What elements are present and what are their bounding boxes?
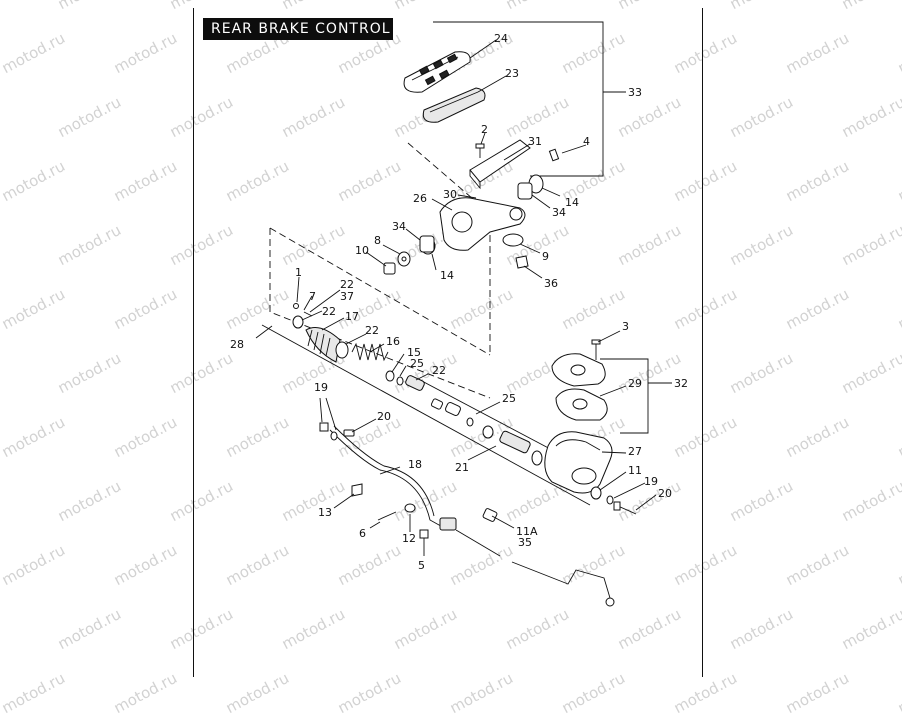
assembly-axis-lines <box>261 324 591 506</box>
callout-20-right: 20 <box>658 487 672 500</box>
part-20-bolt-left <box>343 429 355 437</box>
diagram-frame <box>193 8 703 677</box>
callout-18: 18 <box>408 458 422 471</box>
part-17-boot <box>305 327 341 363</box>
part-4-screw <box>548 148 560 162</box>
callout-3: 3 <box>622 320 629 333</box>
callout-27: 27 <box>628 445 642 458</box>
part-13-clip <box>351 483 363 497</box>
callout-10: 10 <box>355 244 369 257</box>
part-19-gasket-left <box>330 431 338 441</box>
callout-30: 30 <box>443 188 457 201</box>
callout-22-c: 22 <box>365 324 379 337</box>
part-6-screw <box>377 511 397 521</box>
callout-24: 24 <box>494 32 508 45</box>
callout-2: 2 <box>481 123 488 136</box>
part-29-gasket <box>555 388 608 421</box>
callout-8: 8 <box>374 234 381 247</box>
dashed-assembly-outline <box>269 142 491 399</box>
callout-31: 31 <box>528 135 542 148</box>
part-10-nut <box>383 262 396 275</box>
callout-4: 4 <box>583 135 590 148</box>
exploded-parts-diagram: 24 23 33 2 31 4 30 26 14 34 34 8 10 9 14… <box>230 21 688 607</box>
part-34-bushing <box>419 182 533 253</box>
bracket-32 <box>600 358 672 434</box>
part-31-pedal-plate <box>469 139 531 190</box>
callout-17: 17 <box>345 310 359 323</box>
callout-14-lower: 14 <box>440 269 454 282</box>
callout-34-upper: 34 <box>552 206 566 219</box>
part-22-piston <box>405 375 425 391</box>
callout-11a: 11A <box>516 525 538 538</box>
part-12-clamp <box>404 503 416 513</box>
callout-21: 21 <box>455 461 469 474</box>
callout-7: 7 <box>309 290 316 303</box>
part-brake-switch-tee <box>439 517 457 531</box>
leader-lines <box>255 39 657 556</box>
callout-15: 15 <box>407 346 421 359</box>
callout-12: 12 <box>402 532 416 545</box>
bracket-33 <box>433 21 626 177</box>
callout-19-left: 19 <box>314 381 328 394</box>
callout-16: 16 <box>386 335 400 348</box>
callout-37: 37 <box>340 290 354 303</box>
callout-6: 6 <box>359 527 366 540</box>
callout-9: 9 <box>542 250 549 263</box>
callout-34-lower: 34 <box>392 220 406 233</box>
callout-22-a: 22 <box>340 278 354 291</box>
part-32-reservoir-cover <box>551 353 606 387</box>
part-26-pedal-lever <box>439 197 526 251</box>
part-8-washer <box>397 251 411 267</box>
callout-26: 26 <box>413 192 427 205</box>
part-piston-assembly <box>430 398 543 466</box>
callout-22-b: 22 <box>322 305 336 318</box>
part-15-washer <box>385 370 395 382</box>
part-11a-switch <box>482 508 498 522</box>
part-36-nut <box>515 255 529 269</box>
part-19-gasket-right <box>606 495 614 505</box>
callout-35: 35 <box>518 536 532 549</box>
callout-33: 33 <box>628 86 642 99</box>
part-2-screw <box>475 143 485 158</box>
part-20-bolt-right <box>613 501 637 515</box>
part-27-master-cylinder <box>544 431 613 494</box>
callout-25-a: 25 <box>410 357 424 370</box>
part-35-rod <box>455 529 615 607</box>
callout-labels: 24 23 33 2 31 4 30 26 14 34 34 8 10 9 14… <box>230 32 688 572</box>
part-23-pad <box>422 87 486 123</box>
callout-20-left: 20 <box>377 410 391 423</box>
callout-13: 13 <box>318 506 332 519</box>
callout-25-b: 25 <box>502 392 516 405</box>
callout-36: 36 <box>544 277 558 290</box>
part-25-seal-a <box>396 376 404 386</box>
part-24-pedal-pad <box>403 51 471 93</box>
part-3-screw <box>591 339 601 360</box>
part-18-brake-line <box>319 422 449 531</box>
callout-14-upper: 14 <box>565 196 579 209</box>
part-9-washer <box>502 233 524 247</box>
callout-32: 32 <box>674 377 688 390</box>
callout-5: 5 <box>418 559 425 572</box>
part-1-pin <box>293 303 299 309</box>
callout-28: 28 <box>230 338 244 351</box>
part-37-clip <box>303 311 313 317</box>
part-11-washer <box>590 486 602 500</box>
callout-29: 29 <box>628 377 642 390</box>
part-22-ring-b <box>335 341 349 359</box>
diagram-title: REAR BRAKE CONTROL <box>203 18 393 40</box>
part-5-fitting <box>419 529 429 539</box>
callout-19-right: 19 <box>644 475 658 488</box>
callout-22-d: 22 <box>432 364 446 377</box>
callout-11: 11 <box>628 464 642 477</box>
part-22-ring-a <box>292 315 304 329</box>
callout-1: 1 <box>295 266 302 279</box>
callout-23: 23 <box>505 67 519 80</box>
